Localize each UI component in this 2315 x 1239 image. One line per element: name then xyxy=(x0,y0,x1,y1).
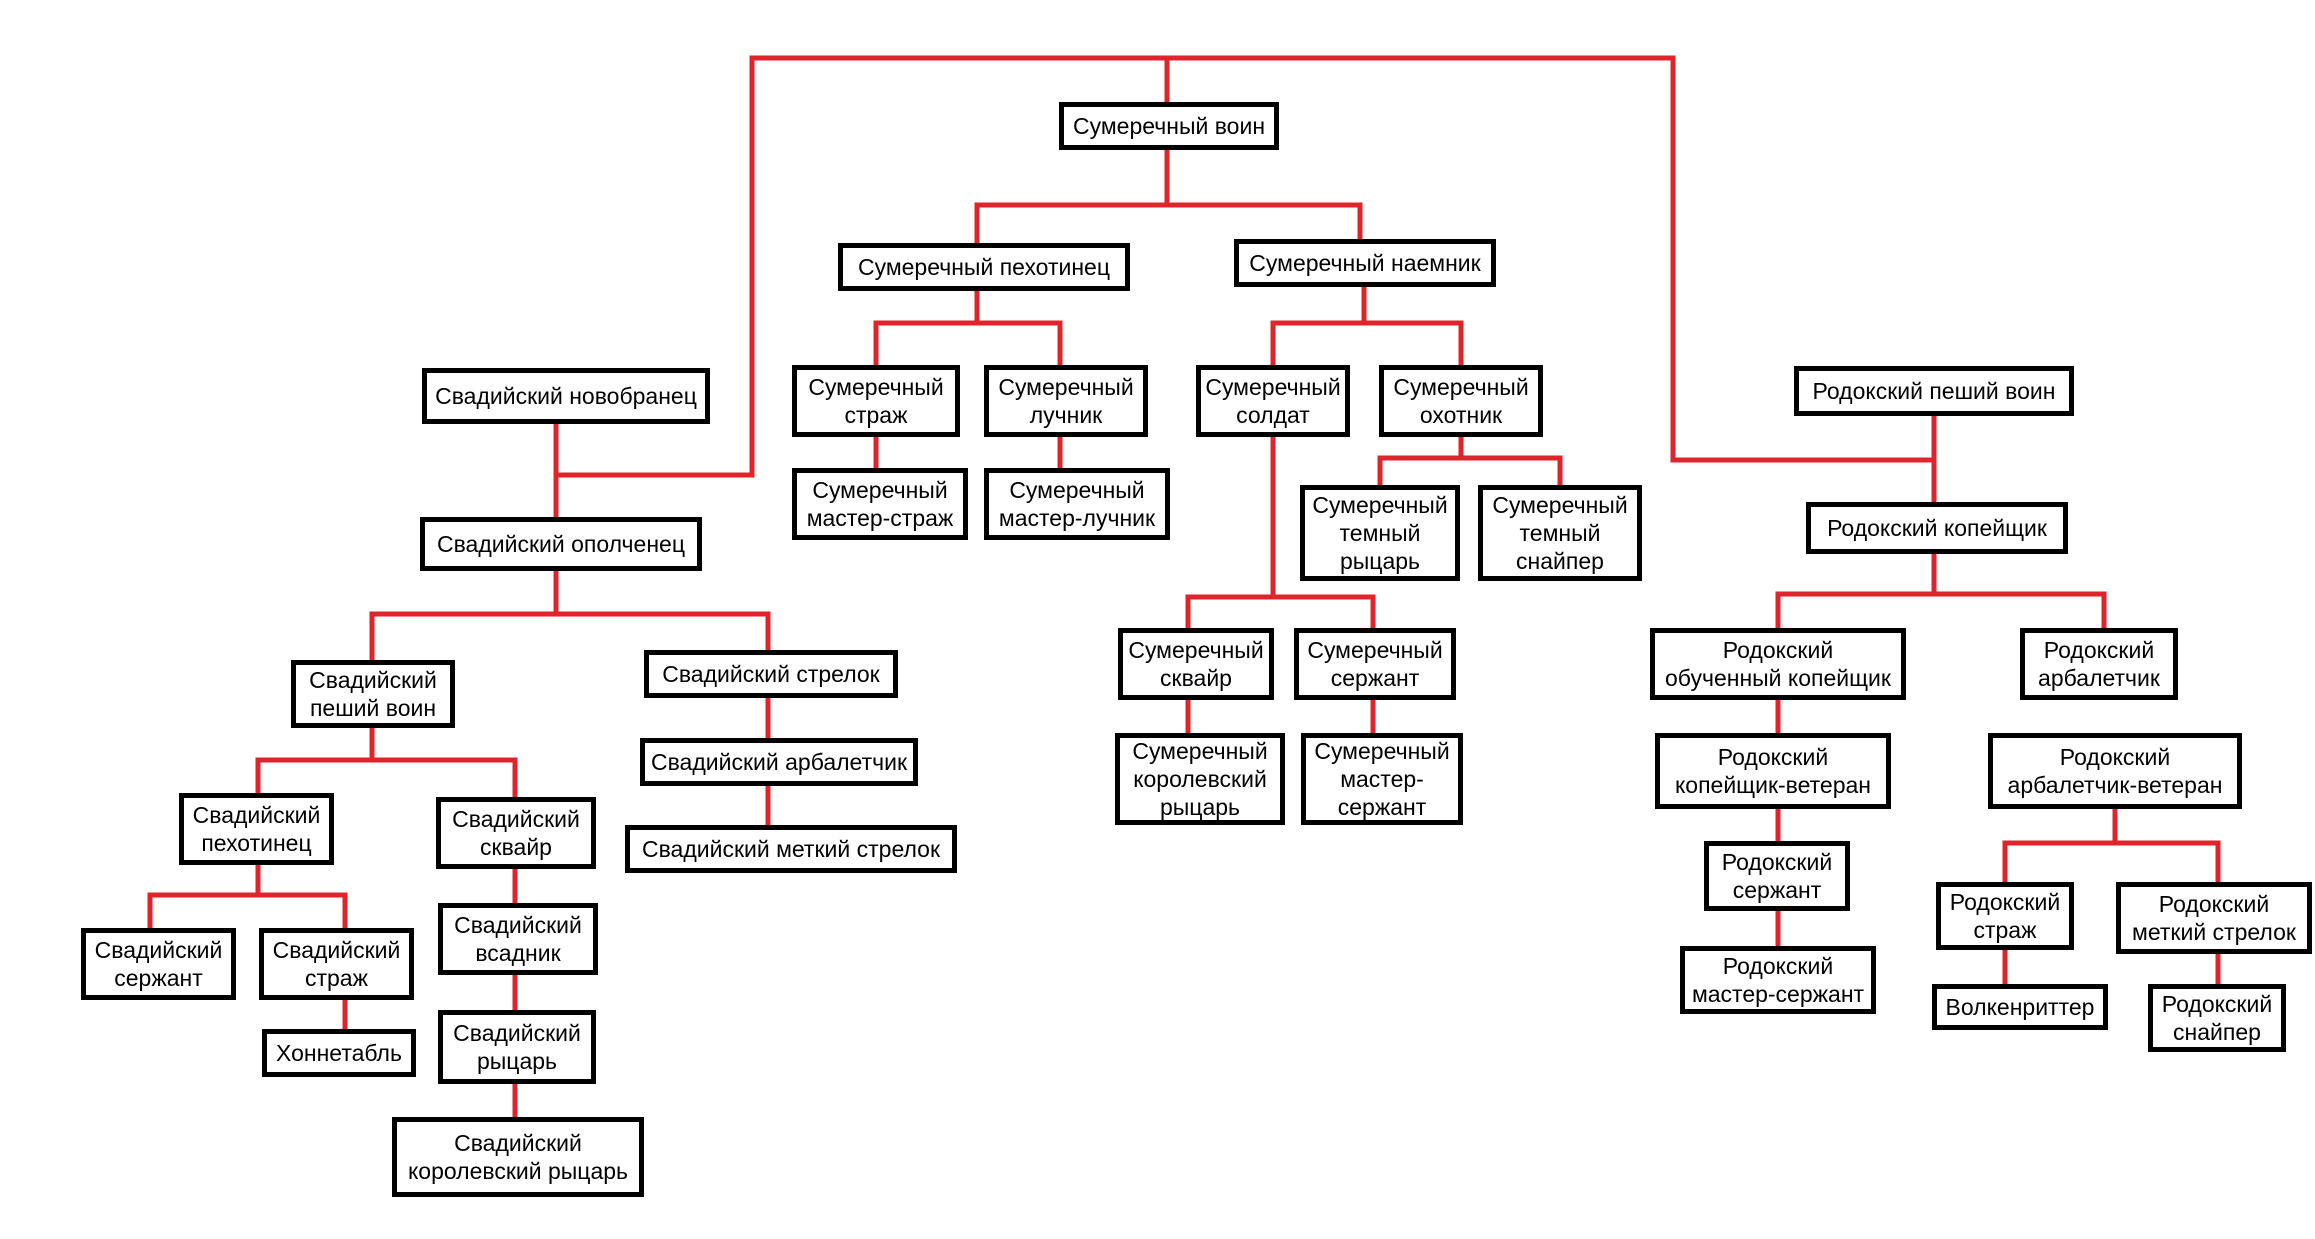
node-label: Свадийский меткий стрелок xyxy=(641,836,941,862)
node-label: Свадийский арбалетчик xyxy=(650,749,908,775)
node-label: Сумеречный наемник xyxy=(1249,250,1481,276)
node-swadian-recruit: Свадийский новобранец xyxy=(422,368,710,424)
node-label: Свадийский стрелок xyxy=(662,661,880,687)
node-label: Сумеречный воин xyxy=(1072,113,1266,139)
node-twilight-infantryman: Сумеречный пехотинец xyxy=(838,243,1130,291)
node-label: Родокский пеший воин xyxy=(1812,378,2056,404)
node-rhodok-footman: Родокский пеший воин xyxy=(1794,366,2074,416)
connector-line xyxy=(553,55,755,478)
node-rhodok-spearman: Родокский копейщик xyxy=(1806,502,2068,554)
node-swadian-crossbowman: Свадийский арбалетчик xyxy=(640,738,918,786)
node-label: Свадийский ополченец xyxy=(436,531,685,557)
node-twilight-warrior: Сумеречный воин xyxy=(1059,102,1279,150)
node-swadian-sharpshooter: Свадийский меткий стрелок xyxy=(625,825,957,873)
connector-line xyxy=(1670,55,1937,463)
node-label: Родокский копейщик xyxy=(1827,515,2047,541)
node-label: Волкенриттер xyxy=(1945,994,2095,1020)
node-label: Сумеречный пехотинец xyxy=(857,254,1111,280)
node-label: Свадийский новобранец xyxy=(435,383,697,409)
node-rhodok-volkenritter: Волкенриттер xyxy=(1932,984,2108,1030)
node-swadian-constable: Хоннетабль xyxy=(262,1029,416,1077)
node-swadian-militia: Свадийский ополченец xyxy=(420,517,702,571)
node-label: Хоннетабль xyxy=(276,1040,402,1066)
node-swadian-shooter: Свадийский стрелок xyxy=(644,650,898,698)
node-twilight-mercenary: Сумеречный наемник xyxy=(1234,239,1496,287)
